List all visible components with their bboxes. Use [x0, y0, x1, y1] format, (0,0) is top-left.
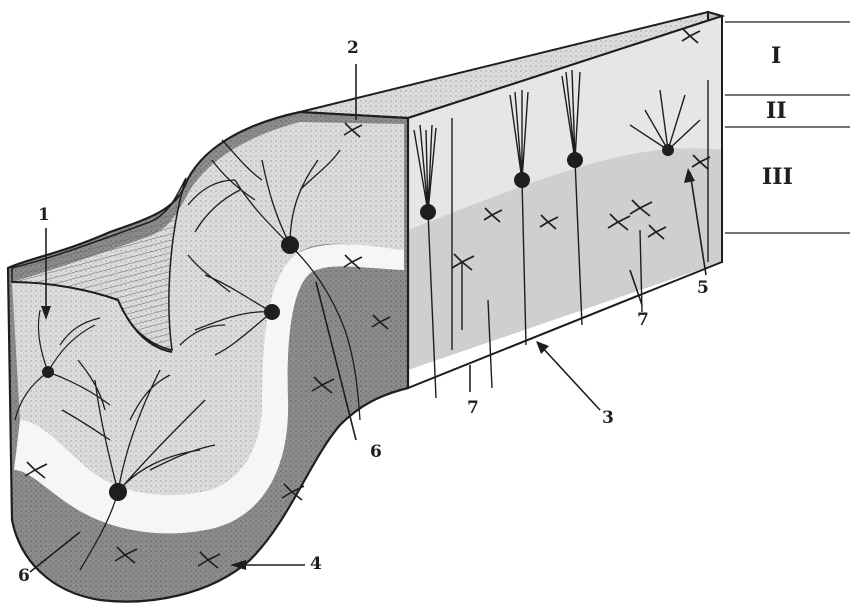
block-soma-2 — [514, 172, 530, 188]
purkinje-soma-middle — [264, 304, 280, 320]
block-soma-1 — [420, 204, 436, 220]
block-soma-3 — [567, 152, 583, 168]
layer-label-1: I — [771, 45, 781, 67]
callout-3: 3 — [602, 410, 614, 427]
block-soma-4 — [662, 144, 674, 156]
callout-7-left: 7 — [467, 400, 479, 417]
callout-1: 1 — [38, 207, 50, 224]
callout-5: 5 — [697, 280, 709, 297]
callout-2: 2 — [347, 40, 359, 57]
layer-label-3: III — [762, 166, 793, 188]
callout-6-upper: 6 — [370, 444, 382, 461]
callout-6-lower: 6 — [18, 568, 30, 585]
callout-7-right: 7 — [637, 312, 649, 329]
purkinje-soma-upper — [281, 236, 299, 254]
basket-soma-left — [42, 366, 54, 378]
purkinje-soma-lower — [109, 483, 127, 501]
layer-label-2: II — [766, 100, 787, 122]
callout-4: 4 — [310, 556, 322, 573]
layer-boundary-lines — [725, 22, 850, 233]
